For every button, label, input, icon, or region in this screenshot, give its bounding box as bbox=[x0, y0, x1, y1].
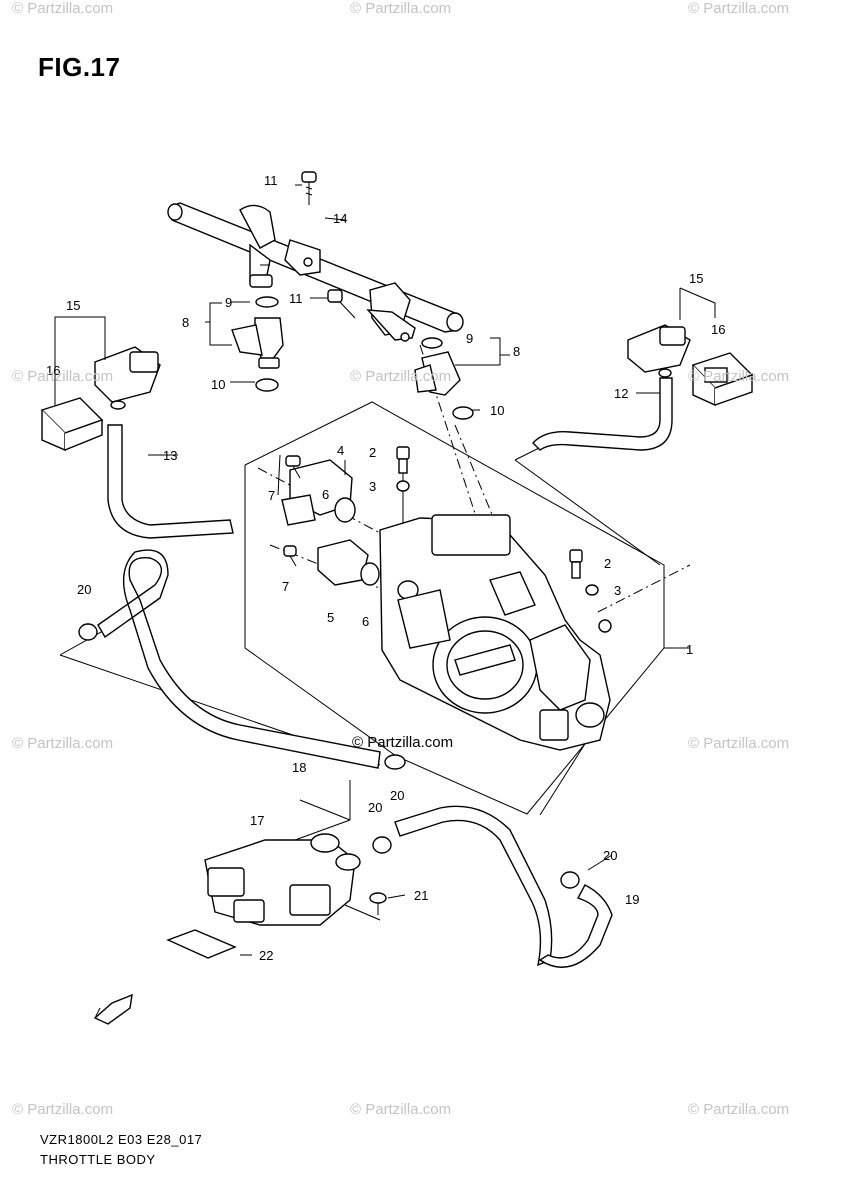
gasket-22 bbox=[166, 929, 237, 959]
watermark-text: © Partzilla.com bbox=[350, 1101, 452, 1118]
callout-3: 3 bbox=[369, 479, 376, 494]
watermark-text: © Partzilla.com bbox=[12, 1101, 114, 1118]
hose-19 bbox=[394, 805, 613, 968]
callout-7: 7 bbox=[268, 488, 275, 503]
callout-21: 21 bbox=[414, 888, 428, 903]
watermark-text: © Partzilla.com bbox=[688, 735, 790, 752]
callout-15: 15 bbox=[66, 298, 80, 313]
callout-18: 18 bbox=[292, 760, 306, 775]
callout-16: 16 bbox=[711, 322, 725, 337]
sensor-15-right bbox=[627, 324, 691, 378]
callout-20: 20 bbox=[603, 848, 617, 863]
callout-22: 22 bbox=[259, 948, 273, 963]
callout-8: 8 bbox=[513, 344, 520, 359]
screw-2-right bbox=[569, 549, 599, 596]
callout-11: 11 bbox=[264, 173, 278, 188]
callout-9: 9 bbox=[466, 331, 473, 346]
watermark-text: © Partzilla.com bbox=[688, 0, 790, 17]
watermark-text: © Partzilla.com bbox=[350, 368, 452, 385]
callout-20: 20 bbox=[368, 800, 382, 815]
callout-labels: 11 14 15 16 9 8 10 11 9 8 10 15 16 12 13… bbox=[46, 173, 725, 963]
watermark-text: © Partzilla.com bbox=[12, 368, 114, 385]
hose-12 bbox=[532, 377, 673, 451]
leader-lines bbox=[59, 344, 691, 921]
screw-21 bbox=[369, 892, 387, 915]
callout-2: 2 bbox=[604, 556, 611, 571]
callout-15: 15 bbox=[689, 271, 703, 286]
forward-arrow-icon bbox=[93, 993, 133, 1025]
clamp-20-b bbox=[372, 836, 392, 854]
callout-20: 20 bbox=[390, 788, 404, 803]
watermark-text: © Partzilla.com bbox=[350, 0, 452, 17]
figure-title: FIG.17 bbox=[38, 52, 121, 82]
callout-17: 17 bbox=[250, 813, 264, 828]
callout-1: 1 bbox=[686, 642, 693, 657]
watermark-text: © Partzilla.com bbox=[688, 368, 790, 385]
valve-17 bbox=[204, 833, 361, 926]
hose-13 bbox=[107, 424, 234, 539]
callout-2: 2 bbox=[369, 445, 376, 460]
injector-right bbox=[414, 337, 474, 420]
hose-18 bbox=[97, 549, 406, 770]
screw-7-bottom bbox=[283, 545, 297, 567]
callout-6: 6 bbox=[322, 487, 329, 502]
fuel-delivery-pipe bbox=[167, 202, 464, 342]
callout-7: 7 bbox=[282, 579, 289, 594]
sensor-5 bbox=[317, 539, 380, 586]
callout-20: 20 bbox=[77, 582, 91, 597]
clamp-20-c bbox=[560, 871, 580, 889]
watermark-center: © Partzilla.com bbox=[352, 734, 454, 751]
sensor-15-left bbox=[94, 346, 161, 410]
tps-sensor-4 bbox=[281, 459, 356, 526]
injector-left bbox=[231, 296, 284, 392]
callout-16: 16 bbox=[46, 363, 60, 378]
screw-11-top bbox=[301, 171, 317, 205]
callout-5: 5 bbox=[327, 610, 334, 625]
section-title: THROTTLE BODY bbox=[40, 1152, 156, 1167]
callout-9: 9 bbox=[225, 295, 232, 310]
clamp-20-a bbox=[78, 623, 98, 641]
callout-19: 19 bbox=[625, 892, 639, 907]
screw-11-mid bbox=[327, 289, 356, 319]
cap-16-right bbox=[691, 352, 754, 407]
callout-12: 12 bbox=[614, 386, 628, 401]
callout-10: 10 bbox=[211, 377, 225, 392]
model-code: VZR1800L2 E03 E28_017 bbox=[40, 1132, 203, 1147]
throttle-body bbox=[379, 514, 612, 751]
screw-2-top bbox=[396, 446, 410, 492]
watermark-text: © Partzilla.com bbox=[12, 0, 114, 17]
callout-6: 6 bbox=[362, 614, 369, 629]
cap-16-left bbox=[40, 397, 104, 452]
callout-10: 10 bbox=[490, 403, 504, 418]
callout-13: 13 bbox=[163, 448, 177, 463]
callout-4: 4 bbox=[337, 443, 344, 458]
callout-14: 14 bbox=[333, 211, 347, 226]
callout-3: 3 bbox=[614, 583, 621, 598]
callout-8: 8 bbox=[182, 315, 189, 330]
watermark-text: © Partzilla.com bbox=[688, 1101, 790, 1118]
callout-11: 11 bbox=[289, 291, 303, 306]
callout-brackets bbox=[54, 184, 716, 956]
watermark-text: © Partzilla.com bbox=[12, 735, 114, 752]
screw-7-top bbox=[285, 455, 301, 479]
